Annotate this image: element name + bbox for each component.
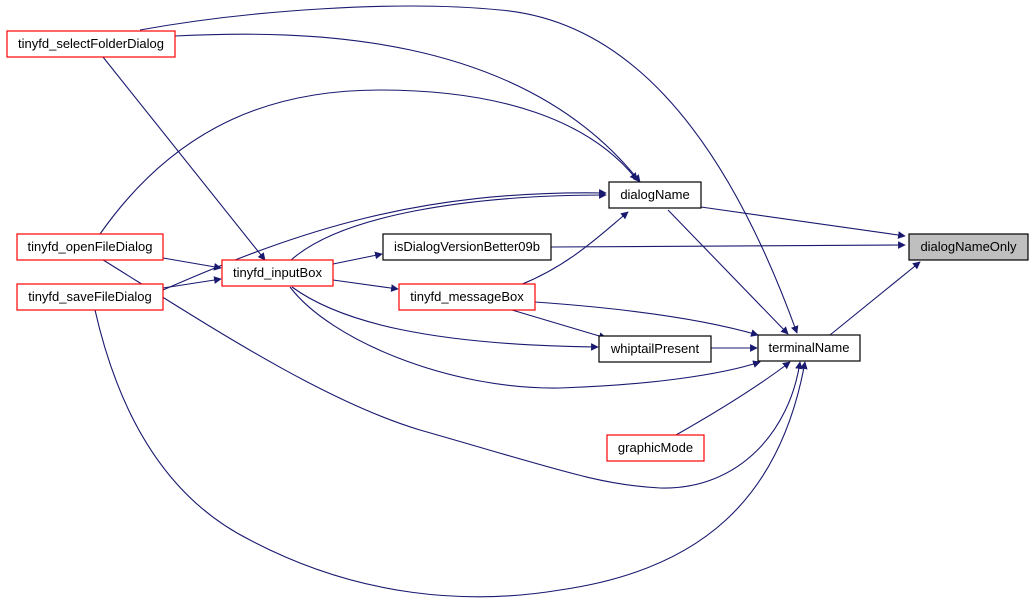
- node-dialog-name-only[interactable]: dialogNameOnly: [908, 233, 1029, 261]
- edge-savefile-to-inputbox: [162, 276, 222, 289]
- edge-isdialogversion-to-dialognameonly: [550, 241, 906, 249]
- node-terminal-name[interactable]: terminalName: [757, 334, 861, 362]
- edge-terminalname-to-dialognameonly: [829, 261, 921, 336]
- edge-selectfolder-to-inputbox: [102, 56, 266, 261]
- edge-dialogname-to-dialognameonly: [700, 206, 906, 239]
- node-graphic-mode[interactable]: graphicMode: [606, 434, 705, 462]
- edge-savefile-to-terminalname: [94, 309, 808, 598]
- node-label: isDialogVersionBetter09b: [394, 239, 540, 254]
- node-label: tinyfd_inputBox: [233, 265, 322, 280]
- edge-messagebox-to-terminalname: [534, 301, 759, 337]
- node-label: graphicMode: [618, 440, 693, 455]
- node-label: terminalName: [769, 340, 850, 355]
- node-label: tinyfd_selectFolderDialog: [18, 36, 164, 51]
- edges: [94, 5, 921, 598]
- edge-inputbox-to-terminalname: [289, 286, 761, 389]
- edge-selectfolder-to-terminalname: [139, 5, 799, 334]
- edge-openfile-to-dialogname: [99, 89, 638, 235]
- edge-inputbox-to-messagebox: [332, 279, 399, 292]
- node-whiptail-present[interactable]: whiptailPresent: [598, 335, 712, 363]
- edge-messagebox-to-dialogname: [519, 211, 629, 286]
- node-label: tinyfd_saveFileDialog: [28, 289, 152, 304]
- edge-inputbox-to-isdialogversion: [332, 251, 383, 265]
- node-select-folder-dialog[interactable]: tinyfd_selectFolderDialog: [6, 30, 176, 58]
- edge-graphicmode-to-terminalname: [675, 361, 791, 436]
- node-message-box[interactable]: tinyfd_messageBox: [398, 283, 536, 311]
- edge-dialogname-to-terminalname: [667, 209, 789, 335]
- node-save-file-dialog[interactable]: tinyfd_saveFileDialog: [16, 283, 164, 311]
- edge-openfile-to-terminalname: [99, 257, 803, 489]
- node-is-dialog-version-better-09b[interactable]: isDialogVersionBetter09b: [382, 233, 552, 261]
- edge-selectfolder-to-dialogname: [174, 33, 641, 183]
- edge-openfile-to-inputbox: [162, 257, 222, 271]
- node-dialog-name[interactable]: dialogName: [608, 181, 702, 209]
- node-open-file-dialog[interactable]: tinyfd_openFileDialog: [16, 233, 164, 261]
- node-label: dialogNameOnly: [920, 239, 1017, 254]
- node-label: whiptailPresent: [610, 341, 700, 356]
- edge-inputbox-to-whiptail: [291, 286, 599, 351]
- node-label: dialogName: [620, 187, 689, 202]
- node-label: tinyfd_messageBox: [410, 289, 524, 304]
- node-label: tinyfd_openFileDialog: [27, 239, 152, 254]
- edge-inputbox-to-dialogname: [289, 191, 607, 262]
- node-input-box[interactable]: tinyfd_inputBox: [221, 259, 334, 287]
- edge-messagebox-to-whiptail: [511, 309, 607, 340]
